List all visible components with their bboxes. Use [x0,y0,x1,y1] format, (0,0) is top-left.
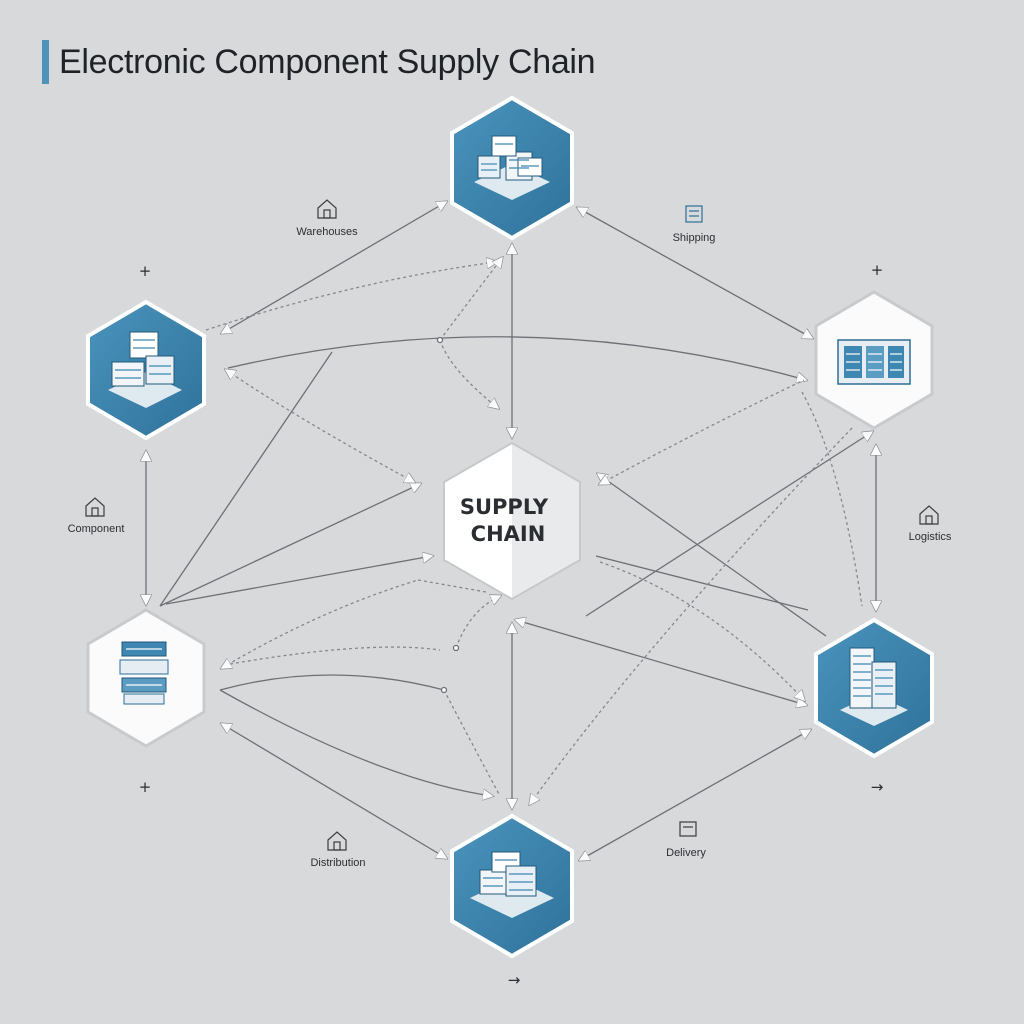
arrow-right-icon: → [508,971,521,989]
label-shipping: Shipping [673,205,716,244]
node-bottom [450,813,574,959]
svg-text:Shipping: Shipping [673,232,716,244]
house-icon [85,497,105,517]
svg-text:Logistics: Logistics [909,531,952,543]
svg-text:Delivery: Delivery [666,847,706,859]
building-icon [685,205,703,223]
server-rack-icon [837,339,911,385]
building-stack-icon [474,135,550,200]
label-warehouses: Warehouses [296,199,358,238]
connector-lines [146,202,876,860]
center-title-line2: CHAIN [471,522,546,546]
house-icon [317,199,337,219]
office-tower-icon [840,647,908,726]
node-top [450,95,574,241]
component-stack-icon [119,641,169,705]
house-icon [327,831,347,851]
label-delivery: Delivery [666,821,706,859]
plus-marker: + [139,778,152,796]
node-center: SUPPLY CHAIN [443,441,581,601]
node-left-lower [86,608,206,748]
arrow-right-icon: → [871,778,884,796]
node-right-upper [814,290,934,430]
plus-marker: + [871,261,884,279]
distribution-center-icon [470,851,554,918]
svg-text:Warehouses: Warehouses [296,226,358,238]
warehouse-stack-icon [108,331,182,408]
plus-marker: + [139,262,152,280]
node-right-lower [814,617,934,759]
house-icon [919,505,939,525]
node-left-upper [86,299,206,441]
svg-text:Distribution: Distribution [310,857,365,869]
label-logistics: Logistics [909,505,952,543]
svg-text:Component: Component [68,523,125,535]
page-title: Electronic Component Supply Chain [42,40,596,84]
center-title-line1: SUPPLY [460,495,549,519]
label-component: Component [68,497,125,535]
label-distribution: Distribution [310,831,366,869]
truck-icon [679,821,697,837]
